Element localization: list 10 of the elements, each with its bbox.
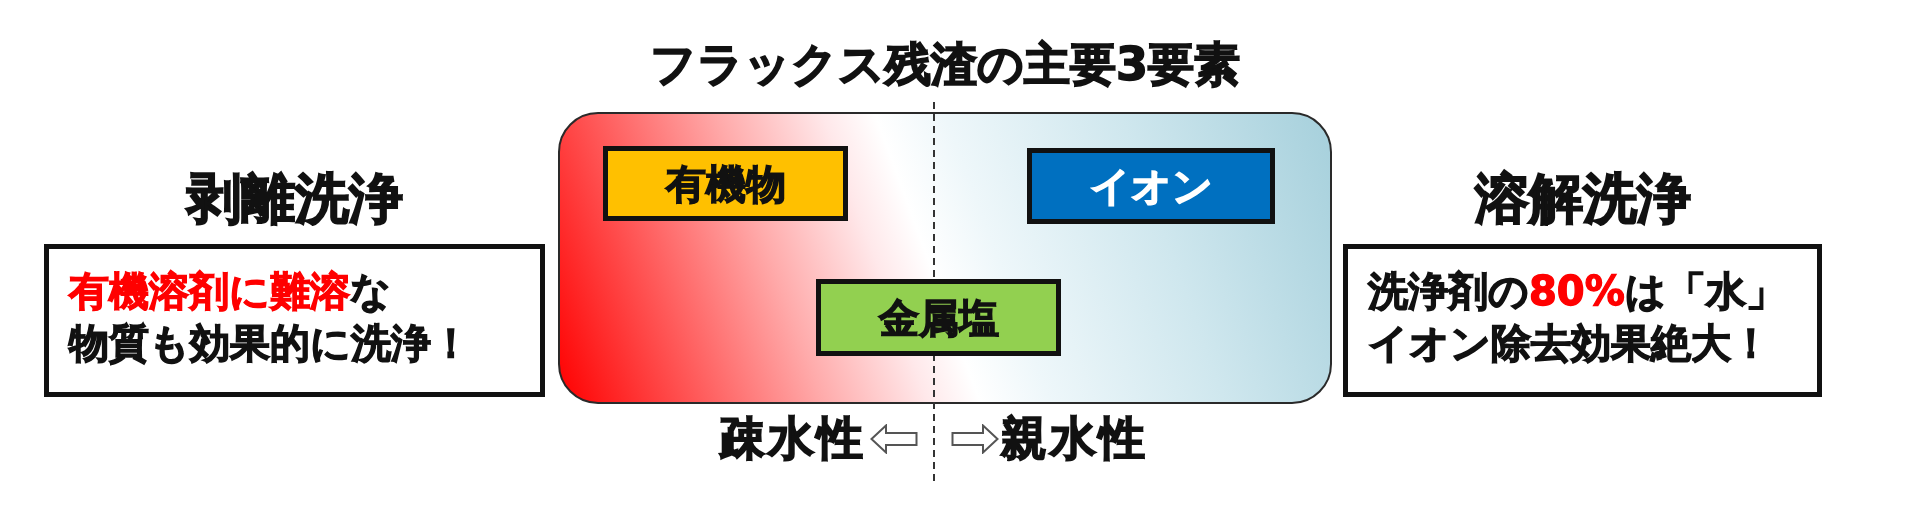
category-box: 金属塩 — [816, 279, 1061, 356]
property-label: 親水性 — [1001, 410, 1149, 466]
property-label: 疎水性 — [718, 410, 866, 466]
category-box: 有機物 — [603, 146, 848, 221]
category-box: イオン — [1027, 148, 1275, 224]
section-heading: 溶解洗浄 — [1473, 166, 1692, 232]
description-text: 有機溶剤に難溶な物質も効果的に洗浄！ — [69, 267, 472, 368]
description-text: 洗浄剤の80%は「水」イオン除去効果絶大！ — [1368, 267, 1787, 368]
panel-heading: フラックス残渣の主要3要素 — [649, 36, 1241, 92]
section-heading: 剥離洗浄 — [185, 166, 404, 232]
